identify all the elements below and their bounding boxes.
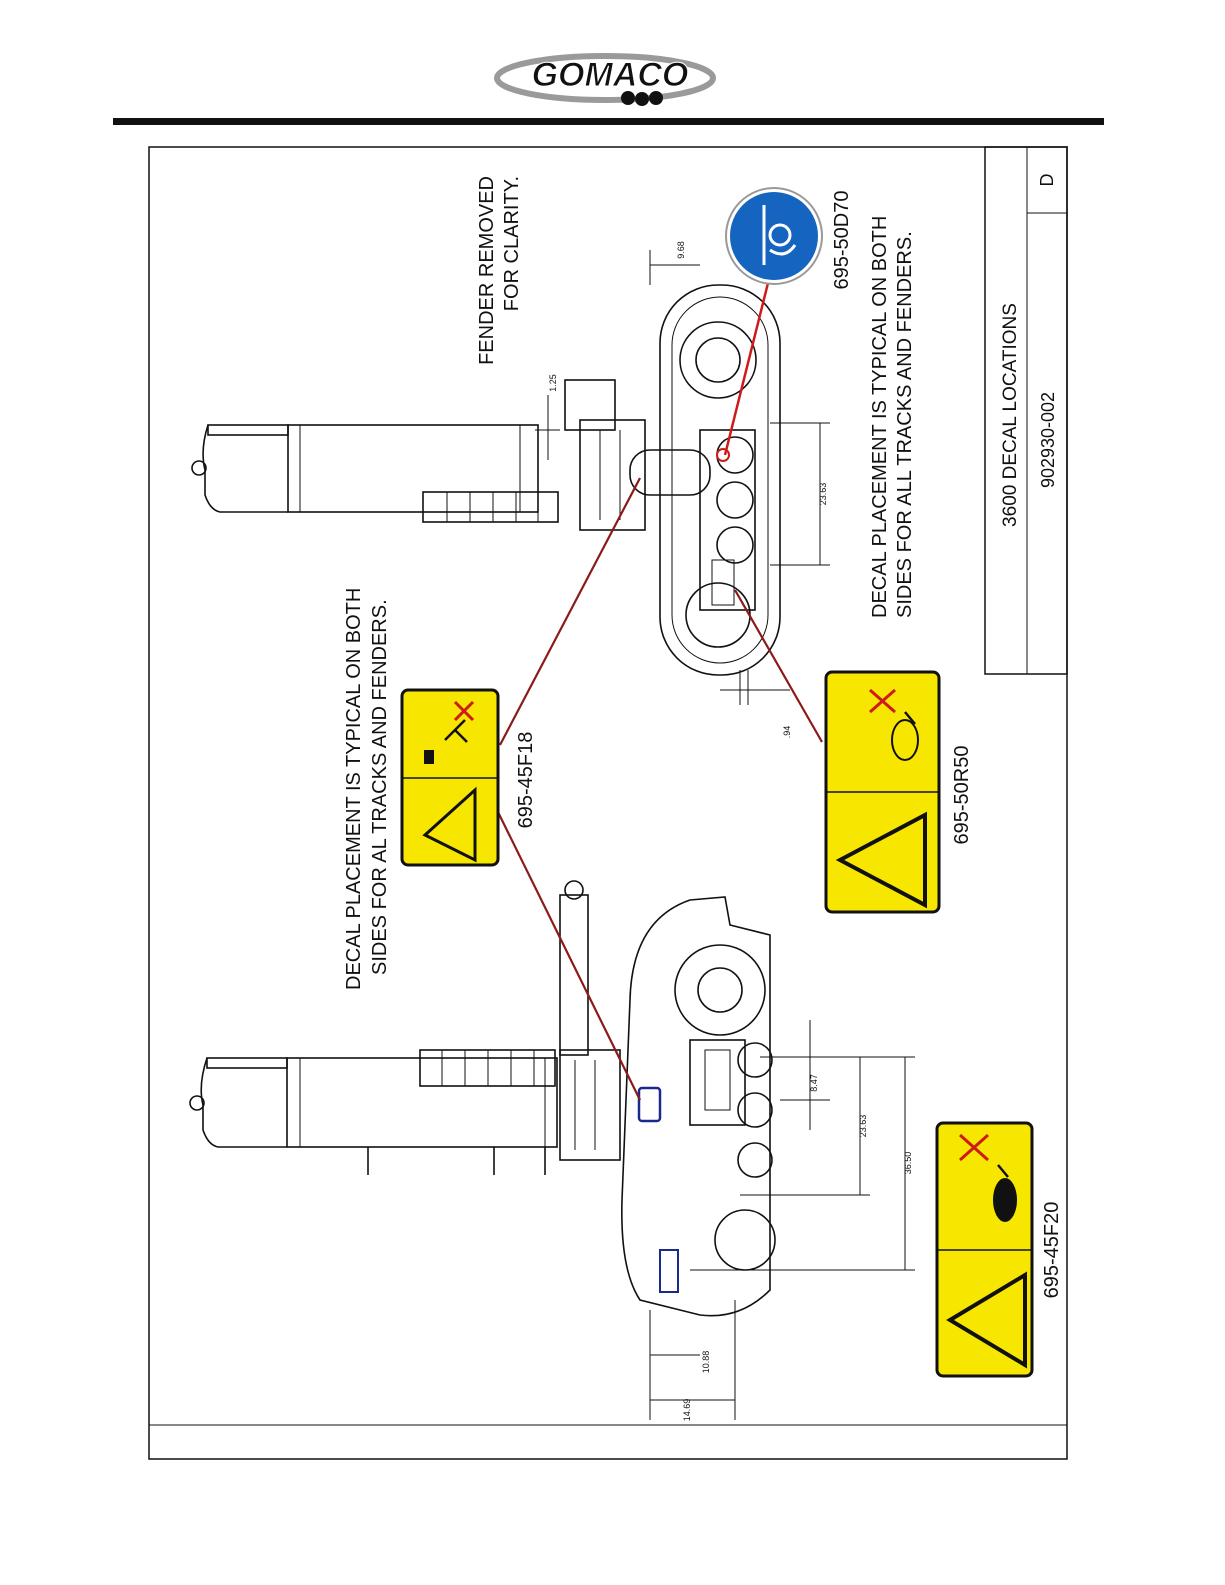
upper-leg-assembly <box>192 380 710 530</box>
logo-wordmark: GOMACO <box>532 56 689 94</box>
dim-10-88: 10.88 <box>701 1351 711 1374</box>
dim-23-63-upper: 23.63 <box>818 483 828 506</box>
dim-9-68: 9.68 <box>676 241 686 259</box>
title-block-part-number: 902930-002 <box>1038 392 1058 488</box>
decal-f20-location-box <box>660 1250 678 1292</box>
note-fender-line1: FENDER REMOVED <box>476 176 498 365</box>
track-pinch-icon <box>993 1178 1017 1222</box>
decal-label-695-50R50: 695-50R50 <box>951 746 973 845</box>
note-right-line1: DECAL PLACEMENT IS TYPICAL ON BOTH <box>869 216 891 618</box>
decal-695-45F20 <box>937 1123 1032 1376</box>
dim-23-63-lower: 23.63 <box>858 1115 868 1138</box>
header-rule <box>113 118 1104 125</box>
decal-label-695-50D70: 695-50D70 <box>831 191 853 290</box>
dim-1-25: 1.25 <box>548 374 558 392</box>
upper-track-assembly <box>660 285 780 675</box>
title-block: 3600 DECAL LOCATIONS 902930-002 D <box>985 147 1067 674</box>
dim-36-50: 36.50 <box>903 1152 913 1175</box>
decal-label-695-45F20: 695-45F20 <box>1041 1202 1063 1299</box>
logo-globe-icons <box>621 91 663 106</box>
decal-695-50R50 <box>826 672 939 912</box>
note-fender-line2: FOR CLARITY. <box>501 176 523 311</box>
lower-leg-assembly <box>190 881 620 1175</box>
note-right-line2: SIDES FOR ALL TRACKS AND FENDERS. <box>894 231 916 618</box>
title-block-title: 3600 DECAL LOCATIONS <box>1000 303 1021 527</box>
decal-label-695-45F18: 695-45F18 <box>515 732 537 829</box>
decal-695-50D70 <box>726 188 822 284</box>
gomaco-logo: GOMACO <box>497 56 713 106</box>
note-left-line1: DECAL PLACEMENT IS TYPICAL ON BOTH <box>343 588 365 990</box>
note-left-line2: SIDES FOR AL TRACKS AND FENDERS. <box>369 599 391 975</box>
dim-14-69: 14.69 <box>682 1399 692 1422</box>
lower-track-fender-assembly <box>622 897 775 1316</box>
note-placement-left: DECAL PLACEMENT IS TYPICAL ON BOTH SIDES… <box>343 588 391 990</box>
note-placement-right: DECAL PLACEMENT IS TYPICAL ON BOTH SIDES… <box>869 216 916 618</box>
decal-f18-location-box <box>639 1088 660 1121</box>
note-fender-removed: FENDER REMOVED FOR CLARITY. <box>476 176 523 365</box>
title-block-revision: D <box>1037 174 1057 187</box>
decal-695-45F18 <box>402 690 498 865</box>
crush-hazard-icon <box>424 750 434 764</box>
dim-8-47: 8.47 <box>809 1074 819 1092</box>
dim-0-94: .94 <box>782 726 792 739</box>
